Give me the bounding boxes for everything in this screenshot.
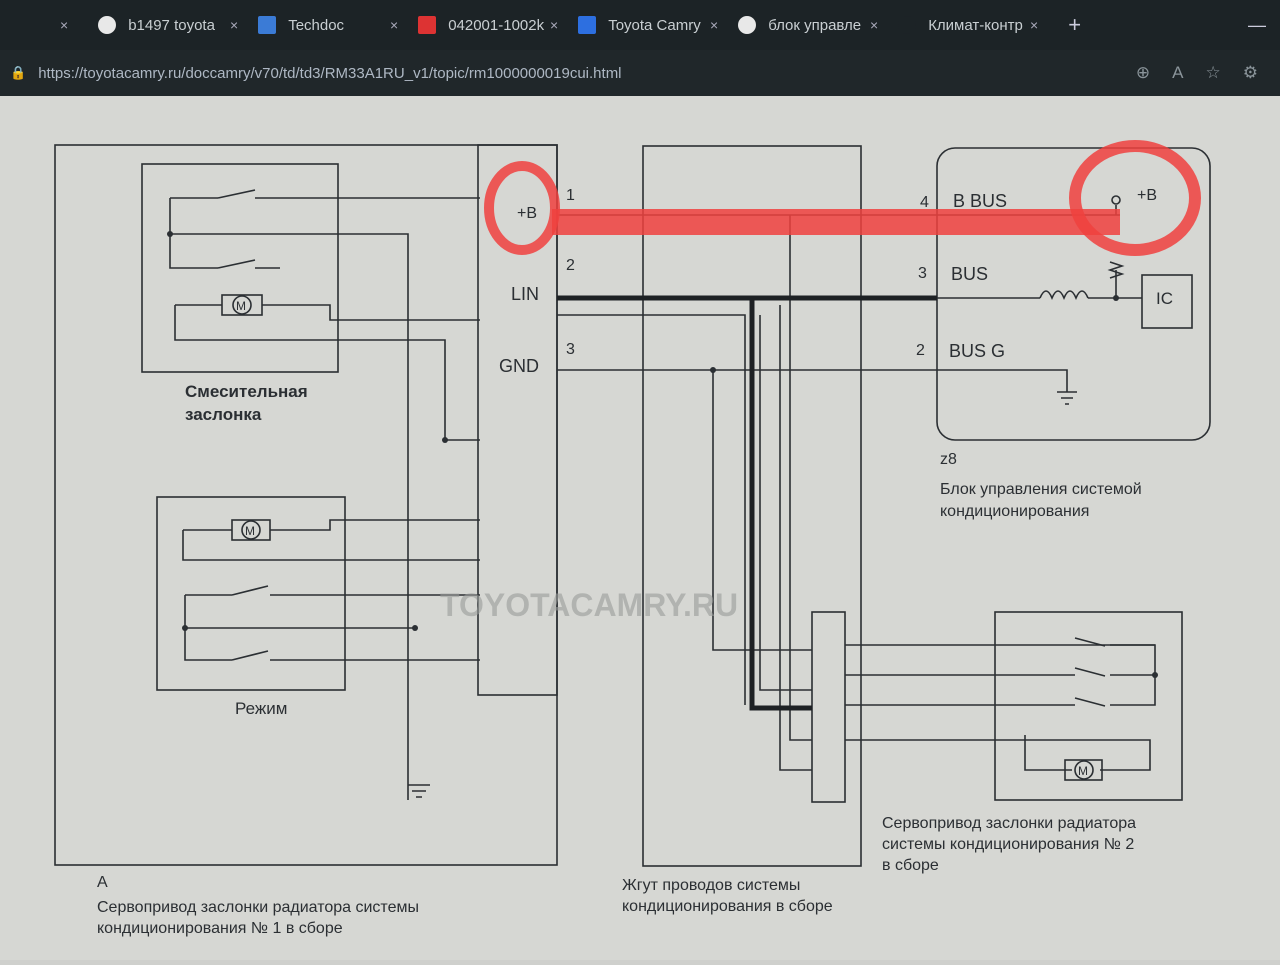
page-content: M M M +B 1 LIN 2 GND 3 Смесительная засл… [0,96,1280,960]
favorite-star-icon[interactable]: ☆ [1205,63,1221,82]
pin-number: 2 [566,257,575,274]
pin-label: GND [499,356,539,376]
svg-text:M: M [245,524,255,538]
motor-icon: M [1064,759,1103,781]
servo1-caption: Сервопривод заслонки радиатора системы [97,899,419,916]
z8-caption: кондиционирования [940,503,1089,520]
servo1-outline [54,144,558,866]
mode-box [156,496,346,691]
pin-number: 4 [920,194,929,211]
tab[interactable]: блок управле × [728,5,888,45]
read-aloud-icon[interactable]: A [1172,63,1184,82]
google-icon [738,16,757,34]
servo1-caption: кондиционирования № 1 в сборе [97,920,343,937]
watermark: TOYOTACAMRY.RU [440,587,738,623]
tab-label: Toyota Camry [608,16,701,34]
close-tab-icon[interactable]: × [550,17,559,33]
connector-A [477,144,558,696]
servo2-caption: в сборе [882,857,939,874]
z8-caption: Блок управления системой [940,481,1142,498]
red-annotation [484,140,1201,256]
close-tab-icon[interactable]: × [870,17,879,33]
tab[interactable]: Toyota Camry × [568,5,728,45]
plus-b-label: +B [1137,187,1157,204]
mode-label: Режим [235,699,287,718]
z8-box [936,147,1211,441]
pin-number: 1 [566,187,575,204]
ic-box [1141,274,1193,329]
mix-damper-label: заслонка [185,405,262,424]
google-icon [98,16,117,34]
ic-label: IC [1156,289,1173,308]
tab-label: b1497 toyota [128,16,215,34]
pin-number: 3 [918,265,927,282]
connector-code: A [97,874,108,891]
harness-box [642,145,862,867]
lock-icon: 🔒 [10,65,27,80]
pin-number: 3 [566,341,575,358]
tab-active[interactable]: Климат-контр × [888,5,1048,45]
pin-number: 2 [916,342,925,359]
address-bar: 🔒 https://toyotacamry.ru/doccamry/v70/td… [0,50,1280,96]
zoom-icon[interactable]: ⊕ [1135,63,1151,82]
close-tab-icon[interactable]: × [710,17,719,33]
close-tab-icon[interactable]: × [1030,17,1039,33]
motor-icon: M [231,519,271,541]
url-field[interactable]: https://toyotacamry.ru/doccamry/v70/td/t… [38,64,622,82]
pin-label: +B [517,205,537,222]
pin-label: LIN [511,284,539,304]
minimize-button[interactable]: — [1248,14,1266,35]
lin-bus-wire [557,295,937,711]
tab-bar: × b1497 toyota × Techdoc × 042001-1002k × T… [0,0,1280,50]
svg-text:M: M [1078,764,1088,778]
new-tab-button[interactable]: + [1068,12,1082,37]
pin-label: BUS [951,264,988,284]
servo2-caption: системы кондиционирования № 2 [882,836,1134,853]
mix-damper-label: Смесительная [185,382,308,401]
servo2-caption: Сервопривод заслонки радиатора [882,815,1136,832]
wiring-diagram: M M M +B 1 LIN 2 GND 3 Смесительная засл… [54,140,1211,937]
tab-label: 042001-1002k [448,16,545,34]
tab[interactable]: b1497 toyota × [88,5,248,45]
tab-label: Techdoc [288,16,345,34]
tab[interactable]: Techdoc × [248,5,408,45]
harness-caption: кондиционирования в сборе [622,898,833,915]
site-icon [898,16,917,34]
mix-damper-box [141,163,339,373]
close-tab-icon[interactable]: × [230,17,239,33]
techdoc-icon [258,16,277,34]
motor-icon: M [221,294,263,316]
tab[interactable]: 042001-1002k × [408,5,568,45]
harness-connector [811,611,846,803]
close-tab-icon[interactable]: × [60,17,69,33]
tab-label: блок управле [768,16,862,34]
harness-caption: Жгут проводов системы [622,877,800,894]
svg-text:M: M [236,299,246,313]
pdf-icon [418,16,437,34]
connector-code: z8 [940,451,957,468]
site-icon [578,16,597,34]
servo2-box [994,611,1183,801]
close-tab-icon[interactable]: × [390,17,399,33]
extensions-icon[interactable]: ⚙ [1242,63,1258,82]
pin-label: BUS G [949,341,1005,361]
pin-label: B BUS [953,191,1007,211]
tab-label: Климат-контр [928,16,1023,34]
